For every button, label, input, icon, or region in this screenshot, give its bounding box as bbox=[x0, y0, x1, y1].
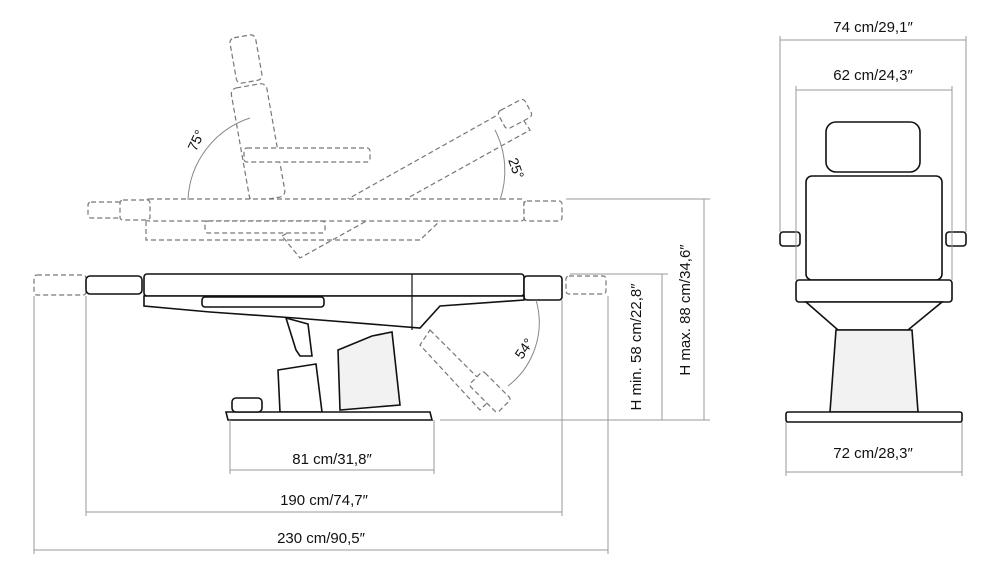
ghost-chair-flat bbox=[145, 198, 525, 222]
side-view-chair bbox=[85, 273, 563, 421]
height-max-label: H max. 88 cm/34,6″ bbox=[677, 244, 694, 376]
seat-bracket-front bbox=[803, 301, 945, 331]
seat-width-label: 62 cm/24,3″ bbox=[833, 67, 913, 84]
footrest-side bbox=[523, 275, 563, 301]
dimension-lines bbox=[33, 36, 967, 554]
base-plate bbox=[224, 411, 434, 421]
ghost-headrest bbox=[229, 34, 263, 84]
side-view-ghost-positions bbox=[33, 34, 607, 413]
ghost-head-left bbox=[87, 201, 123, 219]
chair-length-label: 190 cm/74,7″ bbox=[280, 492, 369, 509]
seat-front bbox=[795, 279, 953, 303]
base-front bbox=[785, 411, 963, 423]
base-width-label: 72 cm/28,3″ bbox=[833, 445, 913, 462]
motor-housing bbox=[277, 363, 323, 413]
ghost-backrest-upright bbox=[230, 83, 286, 202]
legrest-angle-label: 54° bbox=[511, 335, 536, 362]
ghost-foot-right bbox=[523, 200, 563, 222]
height-min-label: H min. 58 cm/22,8″ bbox=[628, 283, 645, 411]
chair-top-surface bbox=[143, 273, 525, 297]
armrest-left-front bbox=[779, 231, 801, 247]
ghost-legrest-foot bbox=[469, 371, 511, 413]
chair-underside bbox=[143, 295, 525, 329]
seat-angle-label: 25° bbox=[505, 156, 527, 181]
ghost-chair-underside bbox=[145, 220, 441, 241]
headrest-front bbox=[825, 121, 921, 173]
ghost-seat-tilted bbox=[281, 107, 531, 259]
lift-arm bbox=[284, 316, 313, 357]
total-length-label: 230 cm/90,5″ bbox=[277, 530, 366, 547]
legrest-angle-arc bbox=[507, 299, 540, 387]
seat-angle-arc bbox=[494, 129, 506, 201]
ghost-head-left-2 bbox=[119, 199, 151, 221]
angle-arcs bbox=[187, 117, 540, 387]
ghost-armrest-low bbox=[204, 220, 326, 234]
foot-pedal bbox=[231, 397, 263, 413]
front-view-chair bbox=[779, 121, 967, 423]
column-front bbox=[829, 329, 919, 413]
total-width-label: 74 cm/29,1″ bbox=[833, 19, 913, 36]
ghost-seat-end bbox=[497, 98, 533, 130]
backrest-front bbox=[805, 175, 943, 281]
headrest-side bbox=[85, 275, 143, 295]
base-length-label: 81 cm/31,8″ bbox=[292, 451, 372, 468]
lift-column bbox=[337, 331, 401, 411]
backrest-angle-label: 75° bbox=[184, 127, 207, 153]
ghost-armrest bbox=[243, 147, 371, 163]
backrest-angle-arc bbox=[187, 117, 251, 201]
ghost-head-extended bbox=[33, 274, 87, 296]
armrest-side bbox=[201, 296, 325, 308]
ghost-foot-extended bbox=[565, 275, 607, 295]
armrest-right-front bbox=[945, 231, 967, 247]
